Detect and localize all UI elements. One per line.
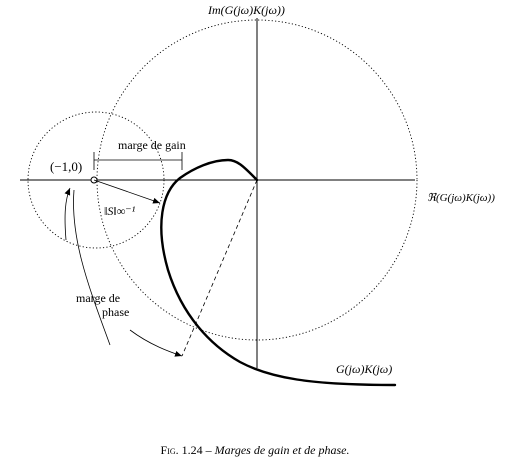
gain-margin-label: marge de gain — [118, 138, 186, 152]
sensitivity-circle — [27, 111, 165, 249]
phase-margin-arc — [73, 189, 111, 346]
critical-point-label: (−1,0) — [50, 159, 82, 174]
sensitivity-radius — [93, 179, 161, 204]
sensitivity-label: ‖S‖∞⁻¹ — [104, 204, 136, 218]
phase-margin-arrow-down — [129, 329, 183, 357]
imag-axis-label: Im(G(jω)K(jω)) — [207, 3, 285, 17]
real-axis-label: ℜ(G(jω)K(jω)) — [427, 192, 495, 204]
caption-text: Marges de gain et de phase. — [214, 443, 350, 457]
phase-margin-label-line1: marge de — [76, 291, 120, 305]
curve-label: G(jω)K(jω) — [336, 362, 392, 376]
unit-circle — [96, 19, 418, 341]
caption-figure-number: Fig. 1.24 – — [160, 443, 212, 457]
nyquist-curve — [160, 158, 397, 387]
phase-margin-dashed — [181, 179, 258, 357]
phase-margin-arrow-up — [64, 187, 71, 241]
figure-caption: Fig. 1.24 – Marges de gain et de phase. — [0, 443, 510, 458]
phase-margin-label-line2: phase — [102, 305, 129, 319]
